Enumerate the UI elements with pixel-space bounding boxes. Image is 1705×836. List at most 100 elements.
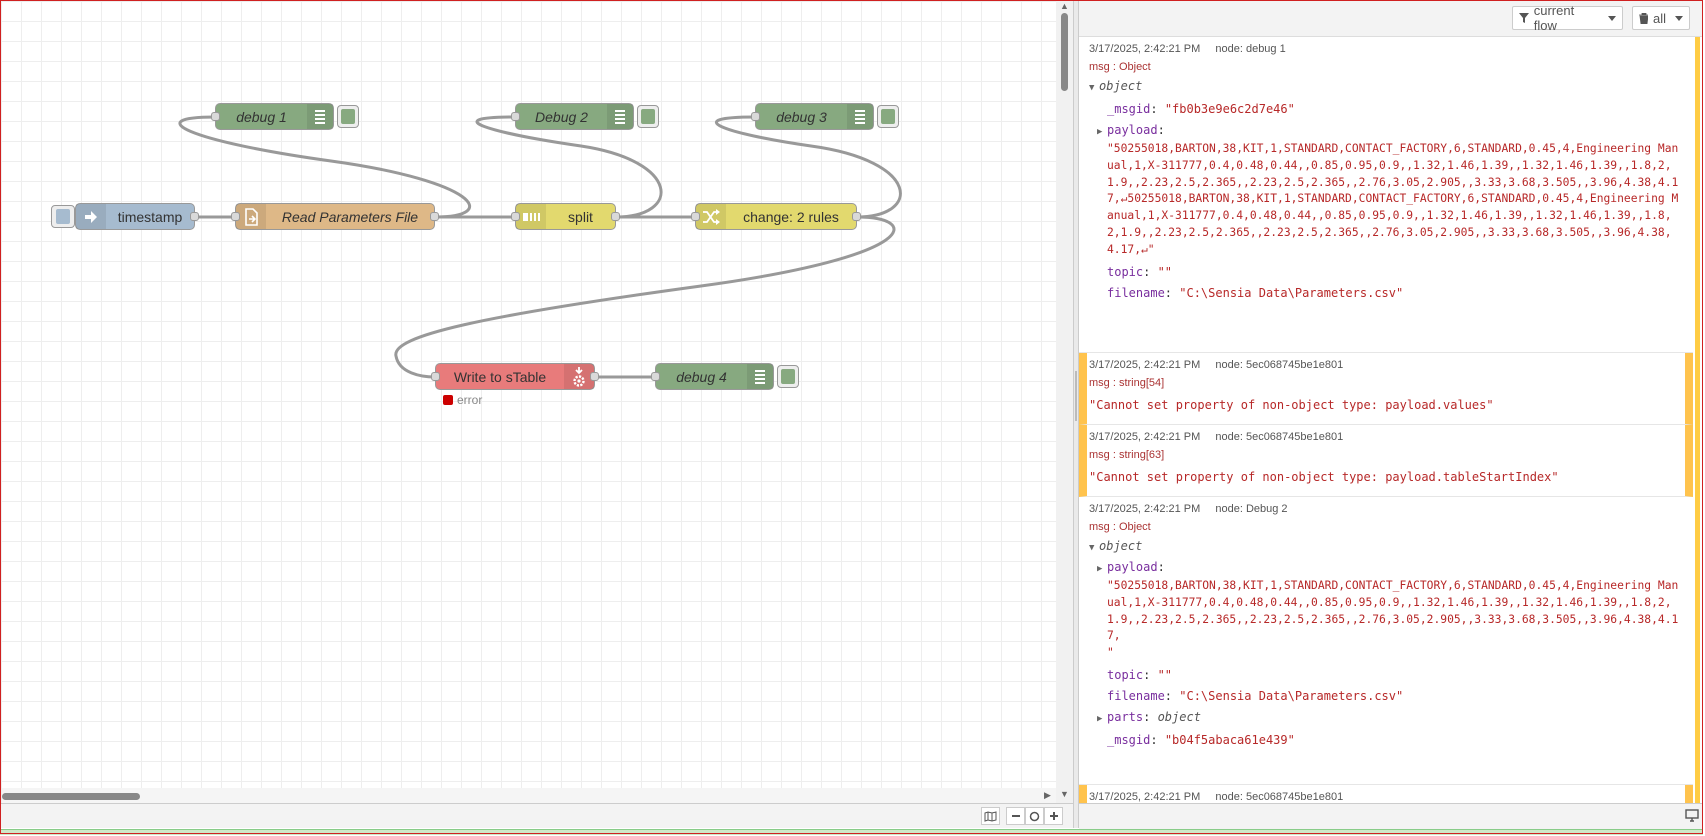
- caret-right-icon[interactable]: ▶: [1097, 713, 1103, 724]
- caret-right-icon[interactable]: ▶: [1097, 564, 1103, 574]
- tree-row: filename: "C:\Sensia Data\Parameters.csv…: [1107, 688, 1404, 703]
- scroll-up-icon[interactable]: ▲: [1060, 1, 1069, 11]
- scrollbar-thumb[interactable]: [1061, 13, 1068, 91]
- debug-message-warning[interactable]: 3/17/2025, 2:42:21 PM node: 5ec068745be1…: [1079, 785, 1693, 803]
- debug-node-1[interactable]: debug 1: [211, 103, 334, 130]
- tree-row-payload[interactable]: ▶payload:: [1089, 559, 1683, 578]
- tree-row: _msgid: "b04f5abaca61e439": [1107, 732, 1295, 747]
- output-port[interactable]: [430, 212, 439, 221]
- sidebar-footer: [1079, 803, 1703, 829]
- message-tree: "Cannot set property of non-object type:…: [1089, 467, 1675, 488]
- scrollbar-thumb[interactable]: [2, 793, 140, 800]
- clear-dropdown[interactable]: all: [1632, 6, 1690, 30]
- message-node[interactable]: node: 5ec068745be1e801: [1215, 359, 1344, 371]
- caret-down-icon[interactable]: ▼: [1089, 543, 1095, 553]
- inject-button[interactable]: [51, 205, 75, 228]
- monitor-icon[interactable]: [1685, 809, 1699, 827]
- caret-right-icon[interactable]: ▶: [1097, 127, 1103, 137]
- flow-workspace[interactable]: debug 1 Debug 2 debug 3 timestamp: [1, 1, 1056, 803]
- message-tree: ▼object _msgid: "fb0b3e9e6c2d7e46" ▶payl…: [1089, 76, 1683, 304]
- sidebar-separator[interactable]: [1073, 1, 1079, 828]
- tree-key: topic: [1107, 667, 1144, 682]
- change-node[interactable]: change: 2 rules: [691, 203, 861, 230]
- debug-toolbar: current flow all: [1079, 1, 1703, 37]
- input-port[interactable]: [651, 372, 660, 381]
- message-time: 3/17/2025, 2:42:21 PM: [1089, 43, 1201, 55]
- debug-message[interactable]: 3/17/2025, 2:42:21 PM node: Debug 2 msg …: [1079, 497, 1693, 785]
- tree-row-payload[interactable]: ▶payload:: [1089, 122, 1683, 141]
- message-meta: 3/17/2025, 2:42:21 PM node: 5ec068745be1…: [1089, 789, 1675, 803]
- vertical-scrollbar[interactable]: ▲ ▼: [1056, 1, 1073, 803]
- tree-value: "Cannot set property of non-object type:…: [1089, 398, 1494, 412]
- debug-node-2[interactable]: Debug 2: [511, 103, 634, 130]
- input-port[interactable]: [231, 212, 240, 221]
- output-port[interactable]: [190, 212, 199, 221]
- debug-2-toggle-button[interactable]: [637, 105, 659, 128]
- scroll-right-icon[interactable]: ▶: [1044, 790, 1051, 800]
- filter-dropdown[interactable]: current flow: [1512, 3, 1623, 33]
- input-port[interactable]: [691, 212, 700, 221]
- debug-4-toggle-button[interactable]: [777, 365, 799, 388]
- split-node[interactable]: split: [511, 203, 620, 230]
- message-type: msg : Object: [1089, 521, 1151, 533]
- zoom-reset-icon[interactable]: [1025, 807, 1044, 825]
- tree-value: "": [1157, 667, 1173, 682]
- tree-value: "": [1157, 264, 1173, 279]
- status-dot-icon: [443, 395, 453, 405]
- wire-change-debug3: [715, 115, 902, 219]
- message-time: 3/17/2025, 2:42:21 PM: [1089, 431, 1201, 443]
- input-port[interactable]: [431, 372, 440, 381]
- caret-down-icon[interactable]: ▼: [1089, 83, 1095, 93]
- tree-value: "C:\Sensia Data\Parameters.csv": [1179, 285, 1404, 300]
- horizontal-scrollbar[interactable]: ▶: [2, 788, 1056, 803]
- tree-key: parts: [1107, 709, 1144, 724]
- debug-message-list[interactable]: 3/17/2025, 2:42:21 PM node: debug 1 msg …: [1079, 37, 1693, 803]
- output-port[interactable]: [590, 372, 599, 381]
- message-type: msg : string[63]: [1089, 449, 1165, 461]
- output-port[interactable]: [852, 212, 861, 221]
- input-port[interactable]: [211, 112, 220, 121]
- tree-key: topic: [1107, 264, 1144, 279]
- debug-3-toggle-button[interactable]: [877, 105, 899, 128]
- file-in-node[interactable]: Read Parameters File: [231, 203, 439, 230]
- debug-1-toggle-button[interactable]: [337, 105, 359, 128]
- shuffle-icon: [696, 204, 726, 229]
- message-meta: 3/17/2025, 2:42:21 PM node: debug 1: [1089, 41, 1683, 58]
- zoom-in-icon[interactable]: [1044, 807, 1063, 825]
- message-node[interactable]: node: 5ec068745be1e801: [1215, 431, 1344, 443]
- debug-scrollbar[interactable]: [1693, 37, 1703, 803]
- zoom-out-icon[interactable]: [1006, 807, 1025, 825]
- tree-row-object[interactable]: ▼object: [1089, 536, 1683, 559]
- message-node[interactable]: node: debug 1: [1215, 43, 1286, 55]
- output-port[interactable]: [611, 212, 620, 221]
- scrollbar-thumb[interactable]: [1695, 37, 1700, 803]
- write-stable-node[interactable]: Write to sTable: [431, 363, 599, 390]
- message-node[interactable]: node: Debug 2: [1215, 503, 1288, 515]
- debug-message[interactable]: 3/17/2025, 2:42:21 PM node: debug 1 msg …: [1079, 37, 1693, 353]
- inject-node-timestamp[interactable]: timestamp: [75, 203, 199, 230]
- scroll-down-icon[interactable]: ▼: [1060, 789, 1069, 799]
- message-meta: 3/17/2025, 2:42:21 PM node: 5ec068745be1…: [1089, 357, 1675, 374]
- node-label: Read Parameters File: [281, 208, 419, 225]
- node-label: debug 1: [236, 108, 287, 125]
- message-time: 3/17/2025, 2:42:21 PM: [1089, 503, 1201, 515]
- list-icon: [307, 104, 333, 129]
- debug-node-4[interactable]: debug 4: [651, 363, 774, 390]
- debug-message-warning[interactable]: 3/17/2025, 2:42:21 PM node: 5ec068745be1…: [1079, 425, 1693, 497]
- map-icon[interactable]: [981, 807, 1000, 825]
- input-port[interactable]: [511, 112, 520, 121]
- tree-row-object[interactable]: ▼object: [1089, 76, 1683, 99]
- wire-change-write: [394, 215, 896, 379]
- status-text: error: [457, 393, 483, 407]
- input-port[interactable]: [511, 212, 520, 221]
- message-node[interactable]: node: 5ec068745be1e801: [1215, 791, 1344, 803]
- tree-row-parts[interactable]: ▶parts: object: [1089, 707, 1683, 730]
- input-port[interactable]: [751, 112, 760, 121]
- workspace-footer: [1, 803, 1073, 828]
- message-tree: "Cannot set property of non-object type:…: [1089, 395, 1675, 416]
- message-meta: 3/17/2025, 2:42:21 PM node: 5ec068745be1…: [1089, 429, 1675, 446]
- debug-message-warning[interactable]: 3/17/2025, 2:42:21 PM node: 5ec068745be1…: [1079, 353, 1693, 425]
- trash-icon: [1639, 12, 1648, 24]
- tree-value: "Cannot set property of non-object type:…: [1089, 470, 1559, 484]
- debug-node-3[interactable]: debug 3: [751, 103, 874, 130]
